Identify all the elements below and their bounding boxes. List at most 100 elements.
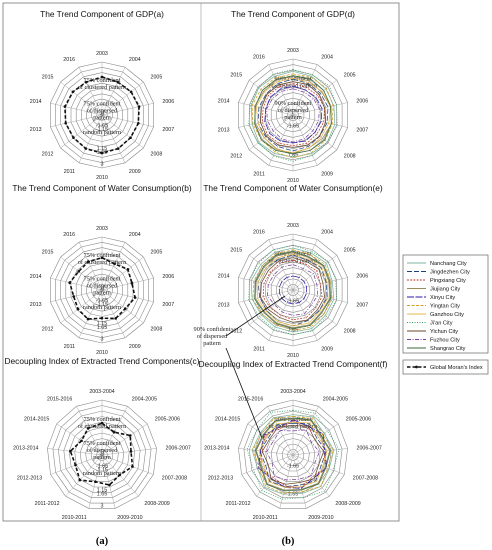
series-point <box>129 434 132 437</box>
series-line <box>252 249 333 331</box>
grid-spoke <box>268 64 294 116</box>
grid-spoke <box>101 81 144 116</box>
annotation-clustered: of clustered pattern <box>78 423 127 430</box>
category-label: 2014 <box>30 99 42 105</box>
series-point <box>118 473 121 477</box>
category-label: 2013 <box>30 127 42 133</box>
annotation-clustered: of clustered pattern <box>269 82 318 89</box>
series-line <box>260 257 325 323</box>
grid-ring <box>47 399 157 509</box>
category-label: 2005 <box>344 248 356 254</box>
category-label: 2013 <box>30 302 42 308</box>
category-label: 2013-2014 <box>204 445 229 451</box>
series-point <box>76 307 80 311</box>
category-label: 2007-2008 <box>162 476 187 482</box>
legend-label: Pingxiang City <box>430 278 466 284</box>
annotation-clustered: of clustered pattern <box>78 259 127 266</box>
category-label: 2010-2011 <box>253 515 278 521</box>
category-label: 2015 <box>42 74 54 80</box>
category-label: 2013 <box>218 303 230 309</box>
category-label: 2009 <box>129 344 141 350</box>
legend-label: Shangrao City <box>430 346 466 352</box>
ring-tick-label: 1.65 <box>288 492 299 498</box>
chart-title-f: Decoupling Index of Extracted Trend Comp… <box>198 359 387 369</box>
series-point <box>100 316 104 320</box>
series-point <box>137 122 140 125</box>
grid-spoke <box>292 423 339 456</box>
grid-spoke <box>279 454 294 509</box>
series-line <box>262 259 323 321</box>
grid-spoke <box>292 289 318 341</box>
grid-spoke <box>47 448 103 456</box>
series-line <box>260 81 326 148</box>
panel-d-chart: The Trend Component of GDP(d)20032004200… <box>218 9 368 184</box>
category-label: 2003 <box>96 51 108 57</box>
series-line <box>264 85 323 144</box>
category-label: 2015 <box>42 249 54 255</box>
grid-spoke <box>292 102 348 116</box>
series-line <box>267 264 319 316</box>
grid-spoke <box>238 289 294 303</box>
ring-tick-label: -1.15 <box>96 302 108 308</box>
chart-title-e: The Trend Component of Water Consumption… <box>203 183 383 193</box>
series-point <box>100 75 104 79</box>
grid-spoke <box>101 256 144 291</box>
grid-spoke <box>292 448 348 456</box>
series-point <box>131 465 134 468</box>
grid-ring <box>74 427 130 483</box>
grid-spoke <box>101 102 154 116</box>
panel-c-chart: Decoupling Index of Extracted Trend Comp… <box>4 356 199 521</box>
ring-tick-label: -1.65 <box>287 299 299 305</box>
grid-spoke <box>238 277 294 291</box>
category-label: 2016 <box>63 232 75 238</box>
annotation-random: random pattern <box>83 304 122 311</box>
series-line <box>246 409 340 500</box>
grid-spoke <box>101 448 157 456</box>
category-label: 2003 <box>287 223 299 229</box>
category-label: 2008 <box>151 152 163 158</box>
series-point <box>116 80 120 84</box>
category-label: 2012 <box>42 327 54 333</box>
series-point <box>84 147 88 150</box>
annotation-dispersed: 90% confident <box>275 100 312 107</box>
grid-ring <box>57 410 147 499</box>
grid-spoke <box>292 239 318 291</box>
category-label: 2004 <box>129 232 141 238</box>
grid-spoke <box>292 289 348 303</box>
series-point <box>72 295 75 298</box>
ring-tick-label: -1.65 <box>287 463 299 469</box>
grid-spoke <box>101 289 154 303</box>
category-label: 2007 <box>356 128 368 134</box>
category-label: 2011 <box>253 347 264 353</box>
legend-label: Yingtan City <box>430 304 460 310</box>
category-label: 2005 <box>151 74 163 80</box>
grid-spoke <box>101 114 154 128</box>
legend-label: Xinyu City <box>430 295 455 301</box>
annotation-dispersed: 75% confident <box>84 276 121 283</box>
annotation-dispersed: of dispersed <box>87 447 118 454</box>
series-line <box>250 70 336 158</box>
series-point <box>114 317 117 320</box>
series-point <box>87 260 90 263</box>
legend-marker <box>415 365 418 369</box>
ring-tick-label: 3 <box>101 503 104 509</box>
grid-spoke <box>241 454 294 475</box>
grid-spoke <box>292 289 337 326</box>
annotation-dispersed: of dispersed <box>87 108 118 115</box>
grid-ring <box>63 416 141 493</box>
category-label: 2011 <box>253 172 264 178</box>
ring-tick-label: 3 <box>101 161 104 167</box>
grid-spoke <box>60 256 103 291</box>
ring-tick-label: -1.65 <box>287 124 299 130</box>
category-label: 2011-2012 <box>226 501 251 507</box>
category-label: 2006 <box>162 99 174 105</box>
series-line <box>261 425 325 485</box>
series-line <box>258 421 328 488</box>
legend-label: Ganzhou City <box>430 312 464 318</box>
category-label: 2005 <box>344 73 356 79</box>
series-point <box>100 151 104 155</box>
series-line <box>250 247 335 333</box>
annotation-dispersed: of dispersed <box>87 283 118 290</box>
series-point <box>77 270 80 273</box>
annotation-dispersed: pattern <box>93 115 111 122</box>
